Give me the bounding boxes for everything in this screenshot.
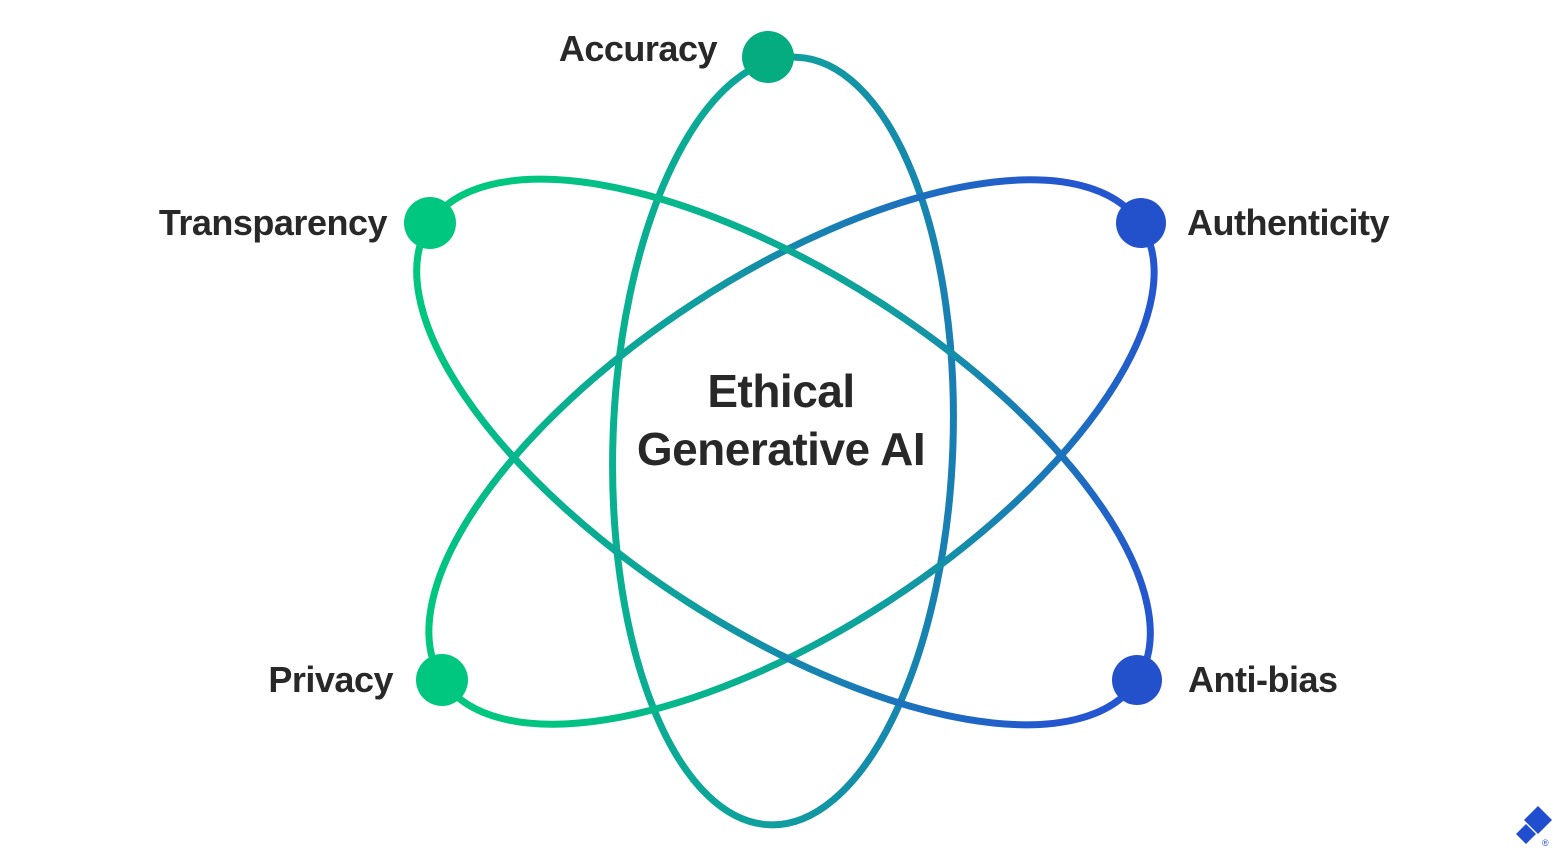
node-authenticity [1116,198,1166,248]
center-title-line2: Generative AI [636,423,926,475]
registered-trademark-symbol: ® [1542,838,1549,848]
label-transparency: Transparency [158,202,388,243]
node-accuracy [742,31,794,83]
node-privacy [416,654,468,706]
toptal-logo-mark: ® [1506,802,1554,850]
center-title-line1: Ethical [707,365,855,417]
orbit-vertical [609,53,957,829]
center-title: Ethical Generative AI [636,362,926,478]
logo-diamond-large [1524,806,1552,834]
toptal-logo-svg: ® [1516,806,1552,848]
label-accuracy: Accuracy [558,28,718,69]
label-privacy: Privacy [268,659,393,700]
label-anti-bias: Anti-bias [1188,659,1338,700]
logo-diamond-small [1516,824,1536,844]
label-authenticity: Authenticity [1187,202,1390,243]
node-anti-bias [1112,655,1162,705]
node-transparency [404,197,456,249]
